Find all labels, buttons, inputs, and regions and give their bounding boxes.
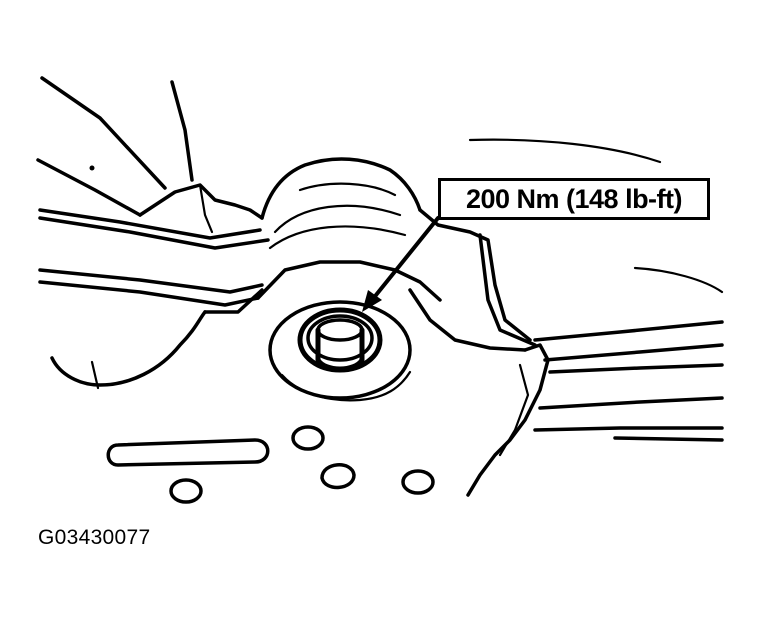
mount-shadow-arc [280,370,412,402]
knuckle-rib-2 [268,225,407,250]
bolt-collar [306,314,374,362]
rail-joint [203,288,264,314]
hole-1 [291,425,325,451]
control-arm-mid [543,343,724,362]
bolt-head [315,327,365,372]
torque-label: 200 Nm (148 lb-ft) [465,183,683,214]
control-arm-top [533,320,724,342]
knuckle-top [260,157,422,220]
plate-flange [478,233,537,347]
rivet-dot [89,165,95,171]
lower-rail-2 [38,280,260,307]
control-arm-lower-2 [613,436,724,442]
mount-outer-ring [268,300,412,400]
strut-bracket-fold [198,183,214,234]
hole-2 [320,463,356,490]
plate-inner-edge [408,288,527,352]
lower-rail [38,268,264,294]
frame-rail-upper [36,158,142,217]
bolt-top [316,318,364,342]
leader-arrow-icon [362,216,440,312]
fender-line [468,138,662,164]
control-arm-lower [533,426,724,432]
bracket-right-contour [466,343,550,497]
figure-id: G03430077 [38,526,151,549]
tire-line [633,266,724,294]
lower-body-contour [50,310,207,387]
hole-3 [401,469,435,495]
strut-bracket [138,183,264,220]
frame-rail-mid [38,208,262,240]
knuckle-rib-1 [273,204,402,234]
upper-strut-edge [40,76,167,190]
torque-callout: 200 Nm (148 lb-ft) [438,178,710,220]
knuckle-rib-3 [298,182,397,197]
plate-right-edge [418,208,532,342]
slot-hole [106,438,270,467]
upper-strut-edge-2 [170,80,194,182]
bracket-right-inner [498,363,530,457]
hole-4 [169,478,203,504]
mount-rim-upper [256,260,442,302]
control-arm-mid-2 [548,363,724,374]
control-arm-bottom [538,396,724,410]
lower-body-seam [90,360,100,390]
frame-rail-mid-2 [38,216,270,250]
